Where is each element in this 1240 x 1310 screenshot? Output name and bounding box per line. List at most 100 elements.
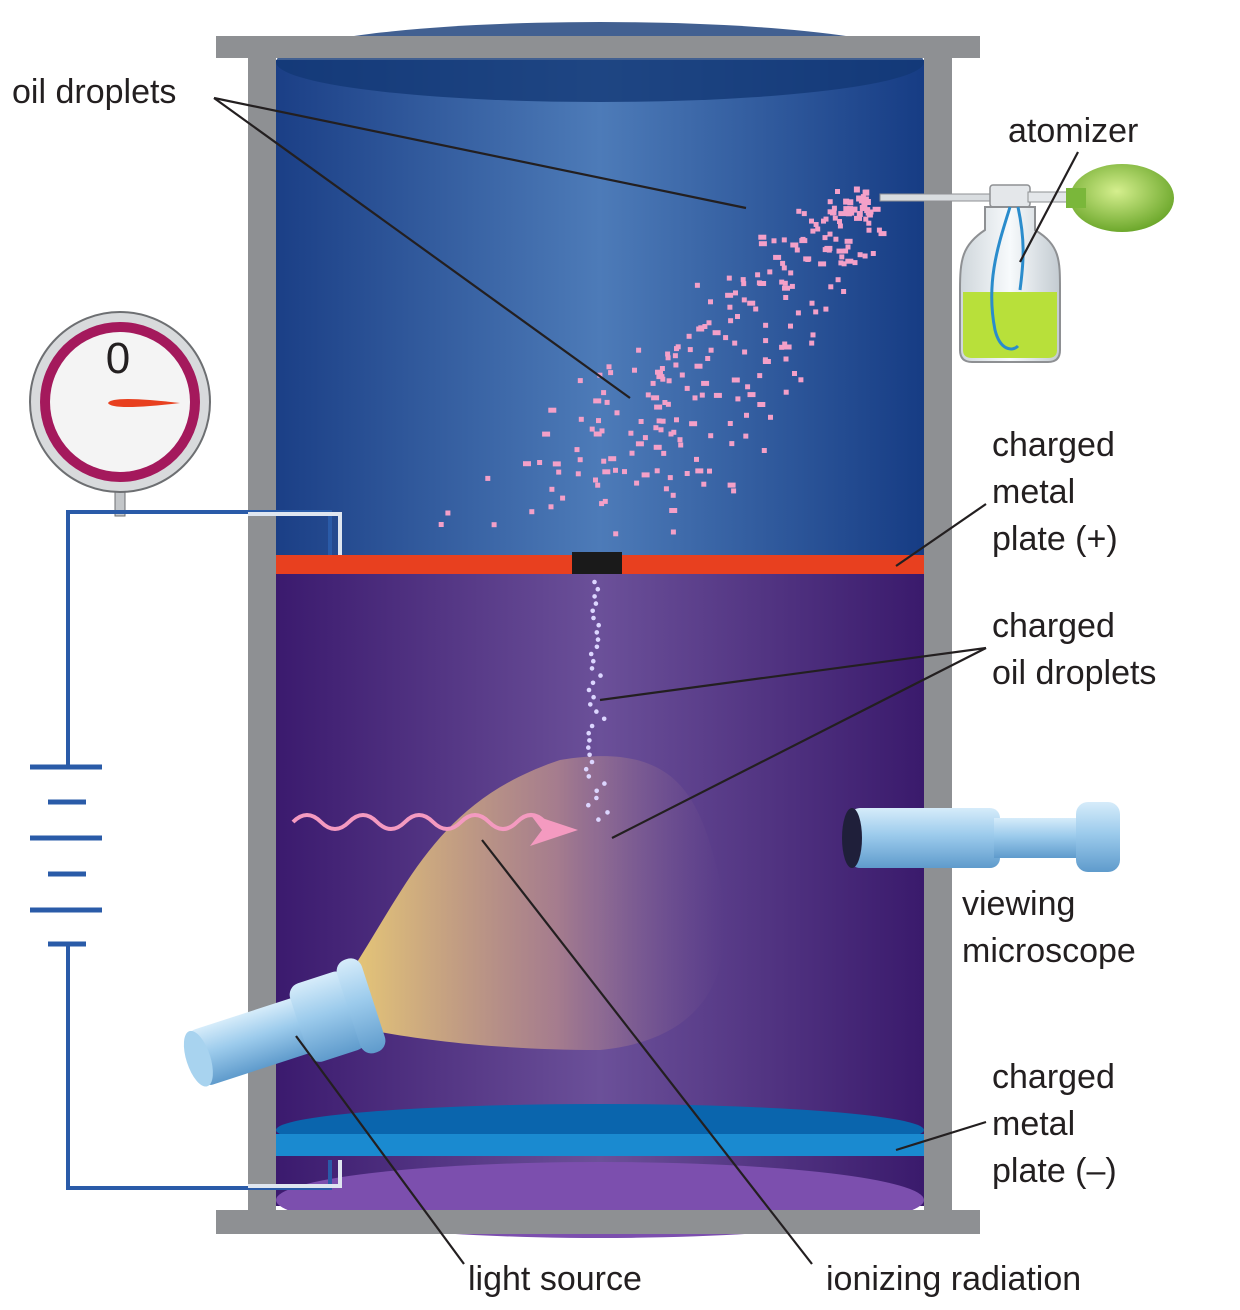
label-light-source: light source <box>468 1260 642 1298</box>
oil-droplet <box>654 468 660 474</box>
oil-droplet <box>818 261 827 267</box>
oil-droplet <box>634 480 640 486</box>
oil-droplet <box>645 392 651 398</box>
oil-droplet <box>698 325 704 331</box>
viewing-microscope <box>842 802 1120 872</box>
charged-oil-droplet <box>587 738 592 743</box>
oil-droplet <box>529 509 535 515</box>
charged-oil-droplet <box>583 766 589 772</box>
oil-droplet <box>783 389 789 395</box>
oil-droplet <box>604 399 610 405</box>
oil-droplet <box>788 323 793 329</box>
oil-droplet <box>833 236 839 242</box>
oil-droplet <box>578 416 584 422</box>
oil-droplet <box>843 198 850 205</box>
oil-droplet <box>794 247 800 253</box>
circuit-wiring <box>66 510 332 1190</box>
oil-droplet <box>665 355 671 361</box>
oil-droplet <box>601 390 607 396</box>
oil-droplet <box>863 189 870 196</box>
oil-droplet <box>866 227 872 233</box>
charged-oil-droplet <box>590 680 596 686</box>
oil-droplet <box>728 318 734 324</box>
oil-droplet <box>632 367 637 373</box>
charged-oil-droplet <box>586 802 591 808</box>
label-charged-plate-pos-line1: charged <box>992 426 1115 464</box>
oil-droplet <box>663 486 669 492</box>
charged-oil-droplet <box>593 601 599 606</box>
oil-droplet <box>686 333 692 339</box>
oil-droplet <box>485 475 491 481</box>
oil-droplet <box>792 371 797 376</box>
oil-droplet <box>837 223 843 229</box>
oil-droplet <box>866 220 872 226</box>
atomizer <box>879 164 1174 363</box>
oil-droplet <box>653 425 659 431</box>
oil-droplet <box>845 258 854 264</box>
charged-oil-droplet <box>590 608 595 614</box>
oil-droplet <box>556 469 562 475</box>
oil-droplet <box>813 222 819 227</box>
oil-droplet <box>796 208 802 214</box>
oil-droplet <box>656 374 665 380</box>
upper-chamber <box>276 60 924 556</box>
oil-droplet <box>863 216 869 222</box>
oil-droplet <box>773 254 782 260</box>
oil-droplet <box>660 418 666 424</box>
oil-droplet <box>702 324 708 329</box>
charged-oil-droplet <box>587 752 592 758</box>
oil-droplet <box>675 344 681 350</box>
oil-droplet <box>602 469 611 475</box>
oil-droplet <box>699 392 705 398</box>
oil-droplet <box>810 228 816 234</box>
oil-droplet <box>847 199 854 206</box>
oil-droplet <box>606 364 612 370</box>
oil-droplet <box>779 279 785 285</box>
wire-through-frame <box>248 512 342 1188</box>
oil-droplet <box>788 270 794 276</box>
charged-oil-droplet <box>591 658 596 664</box>
oil-droplet <box>835 277 841 283</box>
oil-droplet <box>747 300 756 306</box>
oil-droplet <box>809 300 815 306</box>
oil-droplet <box>701 380 710 386</box>
oil-droplet <box>851 206 858 213</box>
oil-droplet <box>666 378 672 384</box>
label-charged-plate-pos-line3: plate (+) <box>992 520 1118 558</box>
oil-droplet <box>815 226 821 232</box>
oil-droplet <box>809 218 814 224</box>
oil-droplet <box>809 340 815 346</box>
oil-droplet <box>862 253 868 259</box>
oil-droplet <box>798 377 804 383</box>
label-charged-plate-neg-line3: plate (–) <box>992 1152 1117 1190</box>
leader-lines <box>213 96 1079 1265</box>
oil-droplet <box>548 504 554 510</box>
oil-droplet <box>856 211 863 217</box>
oil-droplet <box>741 281 747 287</box>
oil-droplet <box>589 426 595 432</box>
oil-droplet <box>705 356 711 361</box>
oil-droplet <box>727 421 733 426</box>
charged-oil-droplet <box>589 723 595 729</box>
oil-droplet <box>438 522 444 527</box>
oil-droplet <box>782 280 788 286</box>
diagram-labels: oil droplets atomizer charged metal plat… <box>12 73 1156 1298</box>
oil-droplet <box>780 260 786 266</box>
oil-droplet <box>726 275 732 281</box>
oil-droplet <box>741 297 747 303</box>
charged-oil-droplet <box>595 637 601 642</box>
oil-droplet <box>782 341 788 347</box>
oil-droplet <box>841 289 847 294</box>
label-charged-plate-neg-line2: metal <box>992 1105 1075 1143</box>
oil-droplet <box>800 236 806 242</box>
charged-oil-droplet <box>589 666 595 671</box>
oil-droplet <box>727 304 733 310</box>
oil-droplet <box>665 401 671 407</box>
oil-droplet <box>552 461 561 467</box>
oil-droplet <box>733 290 738 296</box>
oil-droplet <box>870 251 876 256</box>
ionizing-radiation-wave <box>291 813 547 831</box>
charged-oil-droplet <box>596 622 601 628</box>
oil-droplet <box>783 295 789 300</box>
oil-droplet <box>723 335 729 341</box>
